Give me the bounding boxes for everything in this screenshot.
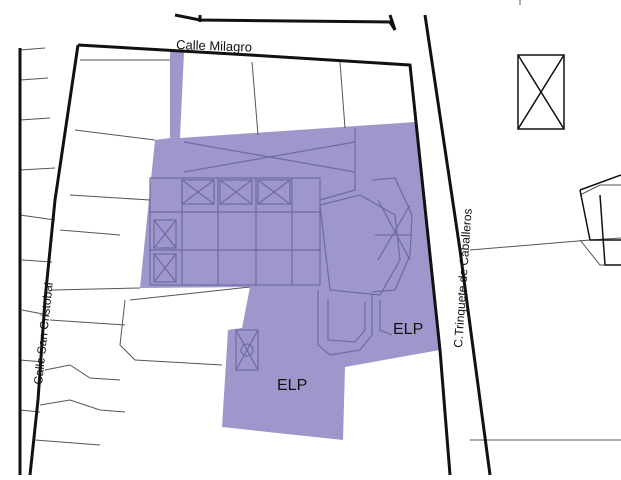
street-label-west: Calle San Cristobal [31,282,56,386]
parcel-lines [19,0,621,446]
street-label-north: Calle Milagro [176,37,252,55]
block-outlines [18,13,492,476]
zone-label-south: ELP [277,377,307,394]
zone-label-east: ELP [393,321,423,338]
small-structure [517,54,565,130]
east-building [579,174,621,266]
church-floorplan [149,128,413,371]
